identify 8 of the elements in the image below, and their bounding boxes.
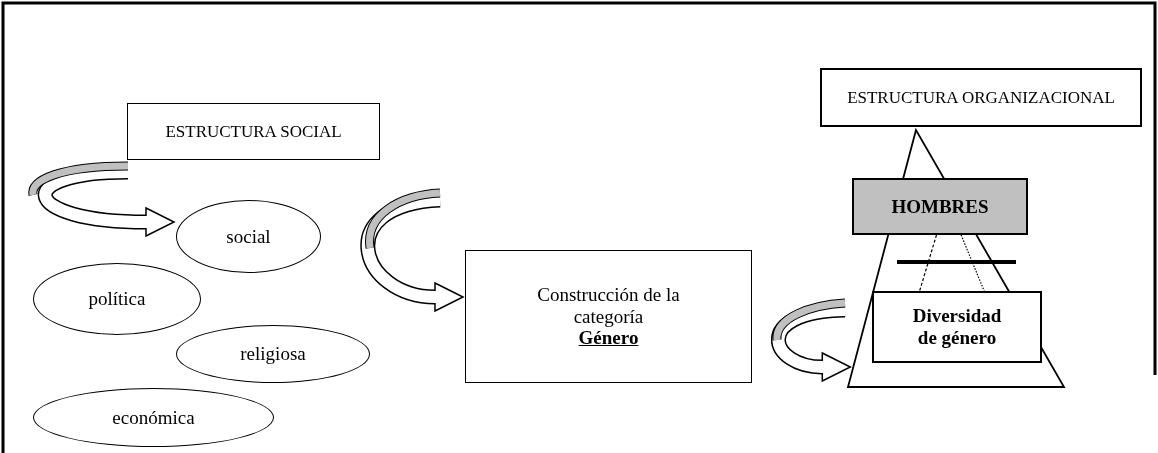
dotted-line (960, 234, 985, 292)
ellipse: social (176, 200, 321, 273)
dotted-line (919, 234, 938, 292)
label-box: HOMBRES (852, 178, 1028, 235)
label-box: ESTRUCTURA SOCIAL (127, 103, 380, 160)
label-box: ESTRUCTURA ORGANIZACIONAL (820, 68, 1142, 127)
label-box: Diversidad de género (872, 291, 1042, 363)
concept-box: Construcción de la categoría Género (465, 250, 752, 383)
